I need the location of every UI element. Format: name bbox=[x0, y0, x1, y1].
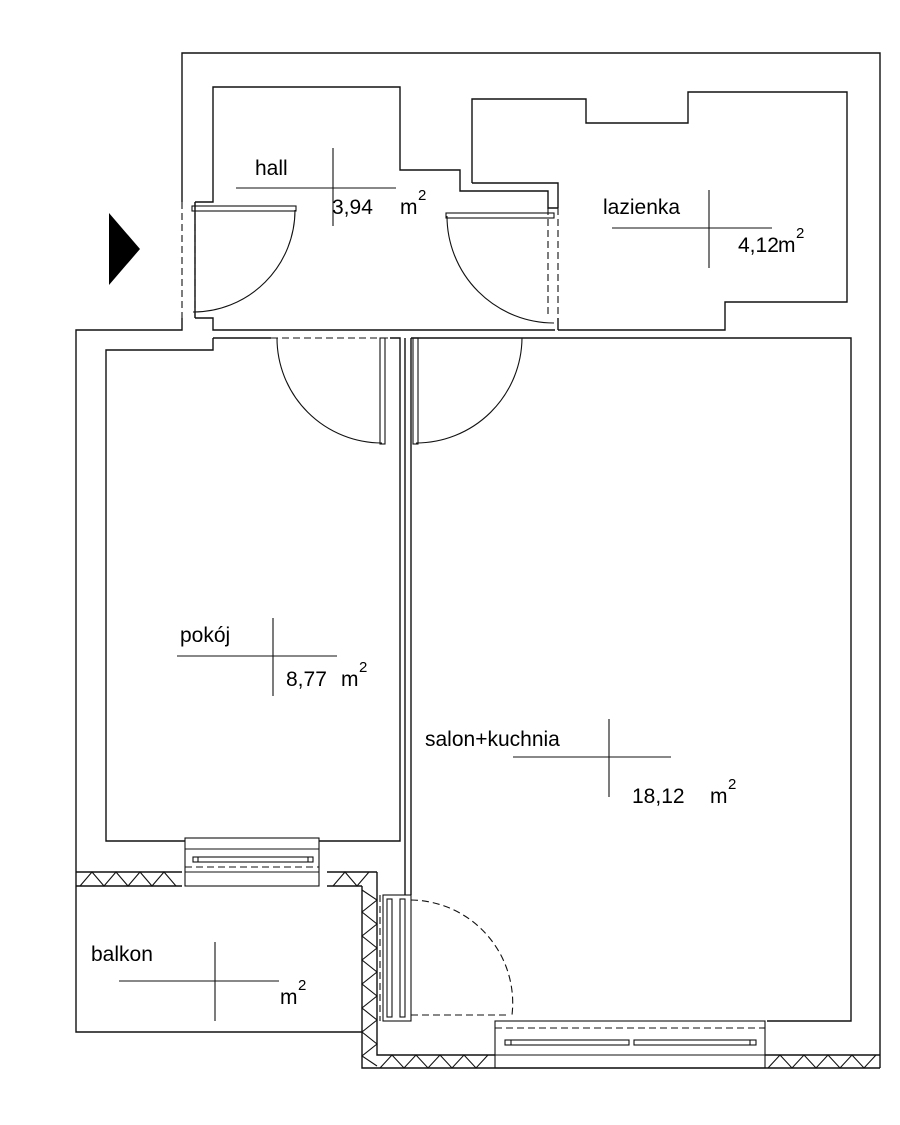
room-name-lazienka: lazienka bbox=[603, 196, 680, 219]
pokoj-walls bbox=[105, 337, 412, 895]
room-unit-balkon: m bbox=[280, 986, 298, 1009]
room-label-lazienka: lazienka 4,12 m 2 bbox=[603, 190, 804, 268]
pokoj-window bbox=[184, 837, 320, 887]
bathroom-walls bbox=[471, 91, 848, 331]
bathroom-door bbox=[445, 208, 559, 324]
room-label-salon: salon+kuchnia 18,12 m 2 bbox=[425, 719, 736, 808]
room-area-salon: 18,12 bbox=[632, 785, 685, 808]
room-area-lazienka: 4,12 bbox=[738, 234, 779, 257]
room-exponent-salon: 2 bbox=[728, 776, 736, 793]
room-unit-hall: m bbox=[400, 196, 418, 219]
room-unit-salon: m bbox=[710, 785, 728, 808]
salon-window bbox=[494, 1020, 766, 1069]
entrance-door bbox=[181, 202, 297, 318]
room-exponent-pokoj: 2 bbox=[359, 659, 367, 676]
balcony-walls bbox=[76, 871, 877, 1069]
room-area-pokoj: 8,77 bbox=[286, 668, 327, 691]
room-label-pokoj: pokój 8,77 m 2 bbox=[177, 618, 367, 696]
hall-walls bbox=[194, 86, 558, 331]
room-name-hall: hall bbox=[255, 157, 288, 180]
pokoj-door bbox=[271, 329, 390, 445]
room-name-pokoj: pokój bbox=[180, 624, 230, 647]
room-unit-lazienka: m bbox=[778, 234, 796, 257]
room-exponent-balkon: 2 bbox=[298, 977, 306, 994]
room-label-hall: hall 3,94 m 2 bbox=[236, 148, 426, 226]
entrance-arrow-icon bbox=[109, 213, 140, 285]
room-unit-pokoj: m bbox=[341, 668, 359, 691]
room-name-balkon: balkon bbox=[91, 943, 153, 966]
room-exponent-hall: 2 bbox=[418, 187, 426, 204]
room-name-salon: salon+kuchnia bbox=[425, 728, 560, 751]
room-area-hall: 3,94 bbox=[332, 196, 373, 219]
balcony-door bbox=[379, 894, 514, 1022]
salon-door bbox=[411, 329, 528, 445]
room-label-balkon: balkon m 2 bbox=[91, 942, 306, 1021]
outer-walls bbox=[75, 52, 881, 1069]
room-exponent-lazienka: 2 bbox=[796, 225, 804, 242]
